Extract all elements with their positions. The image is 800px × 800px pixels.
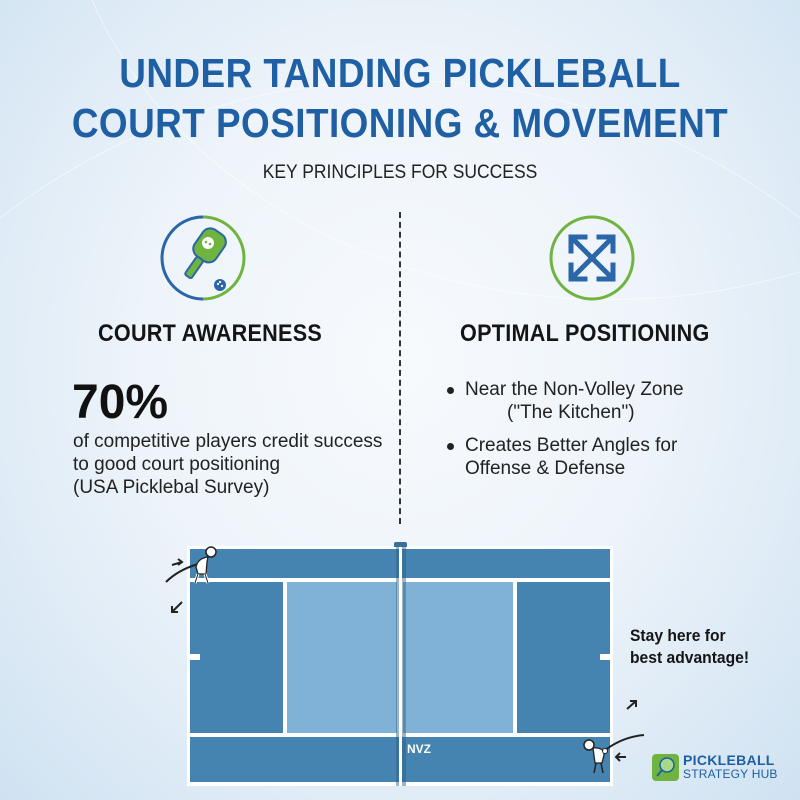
page-title: UNDER TANDING PICKLEBALL COURT POSITIONI…	[40, 48, 760, 148]
pickleball-paddle-and-ball-icon	[158, 213, 248, 303]
nvz-label: NVZ	[407, 742, 431, 756]
court-awareness-heading: COURT AWARENESS	[98, 320, 323, 347]
court-right-baseline-zone	[517, 582, 610, 733]
brand-logo-block: PICKLEBALL STRATEGY HUB	[652, 753, 778, 781]
brand-name-line-1: PICKLEBALL	[683, 752, 775, 768]
stat-description-line-1: of competitive players credit success	[73, 431, 383, 452]
optimal-positioning-heading: OPTIMAL POSITIONING	[460, 320, 710, 347]
brand-name-line-2: STRATEGY HUB	[683, 767, 778, 781]
expand-arrows-icon	[547, 213, 637, 303]
title-line-2: COURT POSITIONING & MOVEMENT	[71, 100, 729, 146]
court-left-kitchen-zone	[287, 582, 397, 733]
court-callout: Stay here for best advantage!	[630, 625, 749, 669]
positioning-bullet-list: Near the Non-Volley Zone ("The Kitchen")…	[445, 378, 745, 490]
bullet-item: Creates Better Angles for Offense & Defe…	[445, 434, 745, 480]
net-line	[399, 546, 402, 786]
section-divider	[399, 212, 401, 524]
court-center-mark-left	[190, 654, 200, 660]
bullet-item: Near the Non-Volley Zone ("The Kitchen")	[445, 378, 745, 424]
player-figure-top-left	[158, 540, 228, 620]
page-subtitle: KEY PRINCIPLES FOR SUCCESS	[262, 162, 538, 183]
court-right-kitchen-zone	[403, 582, 513, 733]
stat-source: (USA Picklebal Survey)	[73, 477, 270, 498]
callout-line-2: best advantage!	[630, 648, 750, 667]
court-center-mark-right	[600, 654, 610, 660]
paddle-logo-icon	[652, 753, 679, 781]
pickleball-court-diagram: NVZ	[187, 542, 613, 786]
stat-value: 70%	[72, 376, 169, 429]
callout-line-1: Stay here for	[630, 626, 726, 645]
player-figure-bottom-right	[582, 695, 652, 775]
net-post	[394, 542, 407, 547]
stat-description-line-2: to good court positioning	[73, 454, 281, 475]
title-line-1: UNDER TANDING PICKLEBALL	[119, 50, 681, 96]
stat-description: of competitive players credit success to…	[73, 430, 403, 499]
court-left-baseline-zone	[190, 582, 283, 733]
